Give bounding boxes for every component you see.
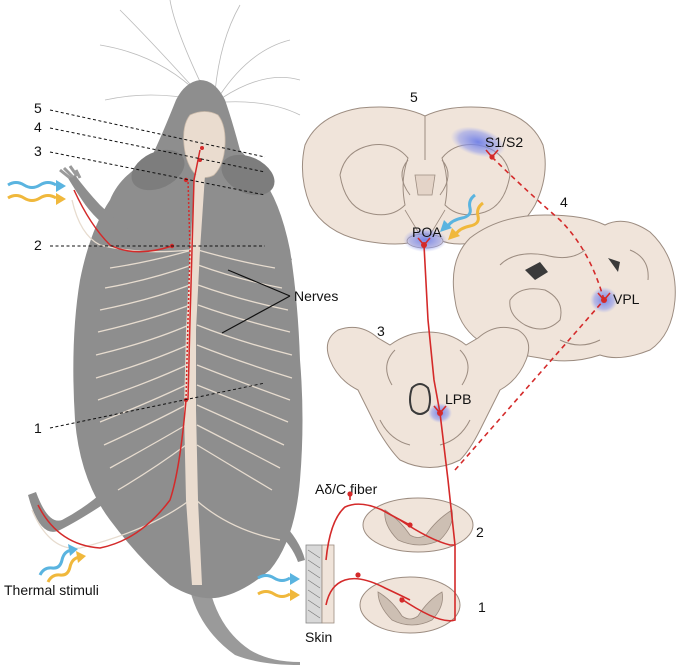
vpl-label: VPL [613,291,640,307]
section-number-1: 1 [34,420,42,436]
section-number-3: 3 [34,143,42,159]
warm-arrow-icon [454,201,484,235]
brain-section-4 [452,214,676,362]
brain-section-3-number: 3 [377,323,385,339]
fiber-label: Aδ/C fiber [315,481,378,497]
mouse-right-ear [221,154,275,196]
neuron-terminal-icon [417,149,611,415]
warm-arrow-icon [7,194,57,202]
hind-thermal-arrows [38,544,86,583]
section-number-2: 2 [34,237,42,253]
mouse-hind-right-leg [275,520,305,562]
spinal-section-2-number: 2 [476,524,484,540]
spinal-section-1-number: 1 [478,599,486,615]
warm-arrow-icon [46,555,81,583]
nerves-callout: Nerves [221,269,338,334]
brain-section-4-number: 4 [560,194,568,210]
mouse-body [28,0,305,665]
mouse-front-right-leg [265,230,292,262]
s1s2-label: S1/S2 [485,134,523,150]
nerves-label: Nerves [294,288,338,304]
section-number-4: 4 [34,119,42,135]
cool-arrow-icon [446,193,476,227]
warm-arrow-icon [257,590,291,598]
skin-label: Skin [305,629,332,645]
mouse-brain [183,111,226,178]
brain-section-5-number: 5 [410,89,418,105]
thermal-stimuli-label: Thermal stimuli [4,582,99,598]
front-thermal-arrows [7,180,66,205]
cool-arrow-icon [7,181,57,189]
mouse-front-left-leg [68,175,130,235]
spinal-section-2 [362,497,474,553]
section-lines [49,109,266,429]
poa-highlight [403,228,447,252]
mouse-spinal-cord [184,175,205,585]
brain-section-3 [326,326,530,468]
poa-thermal-arrows [440,193,484,240]
lpb-label: LPB [445,391,471,407]
s1s2-highlight [450,126,506,158]
poa-label: POA [412,224,442,240]
cool-arrow-icon [38,548,73,576]
skin-block [305,544,335,624]
mouse-front-left-paw [59,165,82,180]
ascending-pathways [325,156,605,622]
skin-thermal-arrows [257,573,300,601]
cool-arrow-icon [257,574,291,582]
mouse-pathway [37,149,201,549]
mouse-tail [190,590,300,665]
section-number-5: 5 [34,100,42,116]
mouse-left-ear [131,149,185,191]
peripheral-nerves [31,199,293,549]
